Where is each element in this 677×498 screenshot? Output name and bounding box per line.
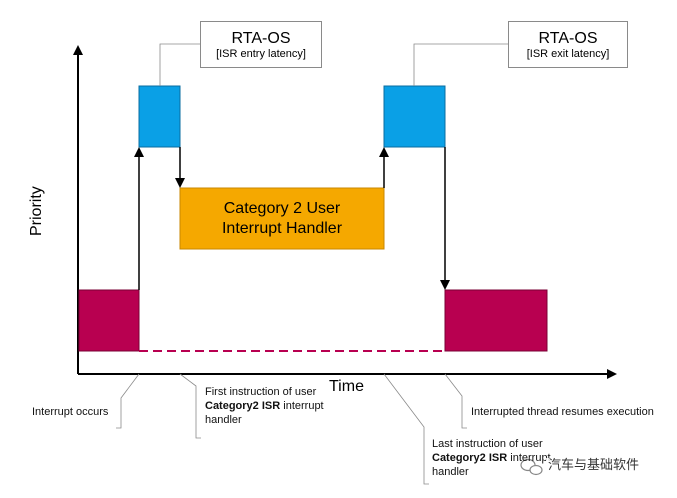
handler-label: Category 2 User Interrupt Handler (180, 188, 384, 249)
first-instruction-line3: handler (205, 414, 242, 426)
exit-callout-title: RTA-OS (538, 29, 598, 47)
entry-callout-title: RTA-OS (231, 29, 291, 47)
resumed-thread-block (444, 289, 548, 352)
exit-callout-box: RTA-OS [ISR exit latency] (508, 21, 628, 68)
exit-callout-subtitle: [ISR exit latency] (526, 47, 610, 60)
resumes-annotation: Interrupted thread resumes execution (471, 406, 654, 418)
first-instruction-leader (179, 373, 201, 439)
last-instruction-bold: Category2 ISR (432, 452, 508, 464)
last-instruction-annotation: Last instruction of user Category2 ISR i… (432, 437, 551, 479)
x-axis-label: Time (329, 378, 364, 395)
entry-callout-connector (159, 43, 200, 86)
last-instruction-leader (383, 373, 429, 485)
watermark-text: 汽车与基础软件 (546, 457, 642, 472)
first-instruction-line2: Category2 ISR interrupt (205, 399, 324, 413)
rtaos-entry-block (138, 85, 181, 148)
last-instruction-line1: Last instruction of user (432, 438, 543, 450)
handler-label-line1: Category 2 User (223, 199, 341, 217)
first-instruction-annotation: First instruction of user Category2 ISR … (205, 385, 324, 427)
first-instruction-rest: interrupt (280, 400, 324, 412)
first-instruction-line1: First instruction of user (205, 386, 317, 398)
rtaos-exit-block (383, 85, 446, 148)
first-instruction-bold: Category2 ISR (205, 400, 281, 412)
last-instruction-line3: handler (432, 466, 469, 478)
exit-callout-connector (413, 43, 508, 86)
handler-block (179, 187, 385, 250)
interrupt-occurs-annotation: Interrupt occurs (32, 406, 109, 418)
entry-callout-subtitle: [ISR entry latency] (216, 47, 306, 60)
last-instruction-rest: interrupt (507, 452, 551, 464)
last-instruction-line2: Category2 ISR interrupt (432, 451, 551, 465)
resumes-leader (444, 373, 467, 429)
wechat-icon (520, 458, 543, 476)
y-axis-label: Priority (28, 186, 45, 236)
handler-label-line2: Interrupt Handler (221, 219, 343, 237)
interrupt-occurs-leader (116, 373, 140, 429)
preempted-thread-block (78, 289, 140, 352)
entry-callout-box: RTA-OS [ISR entry latency] (200, 21, 322, 68)
